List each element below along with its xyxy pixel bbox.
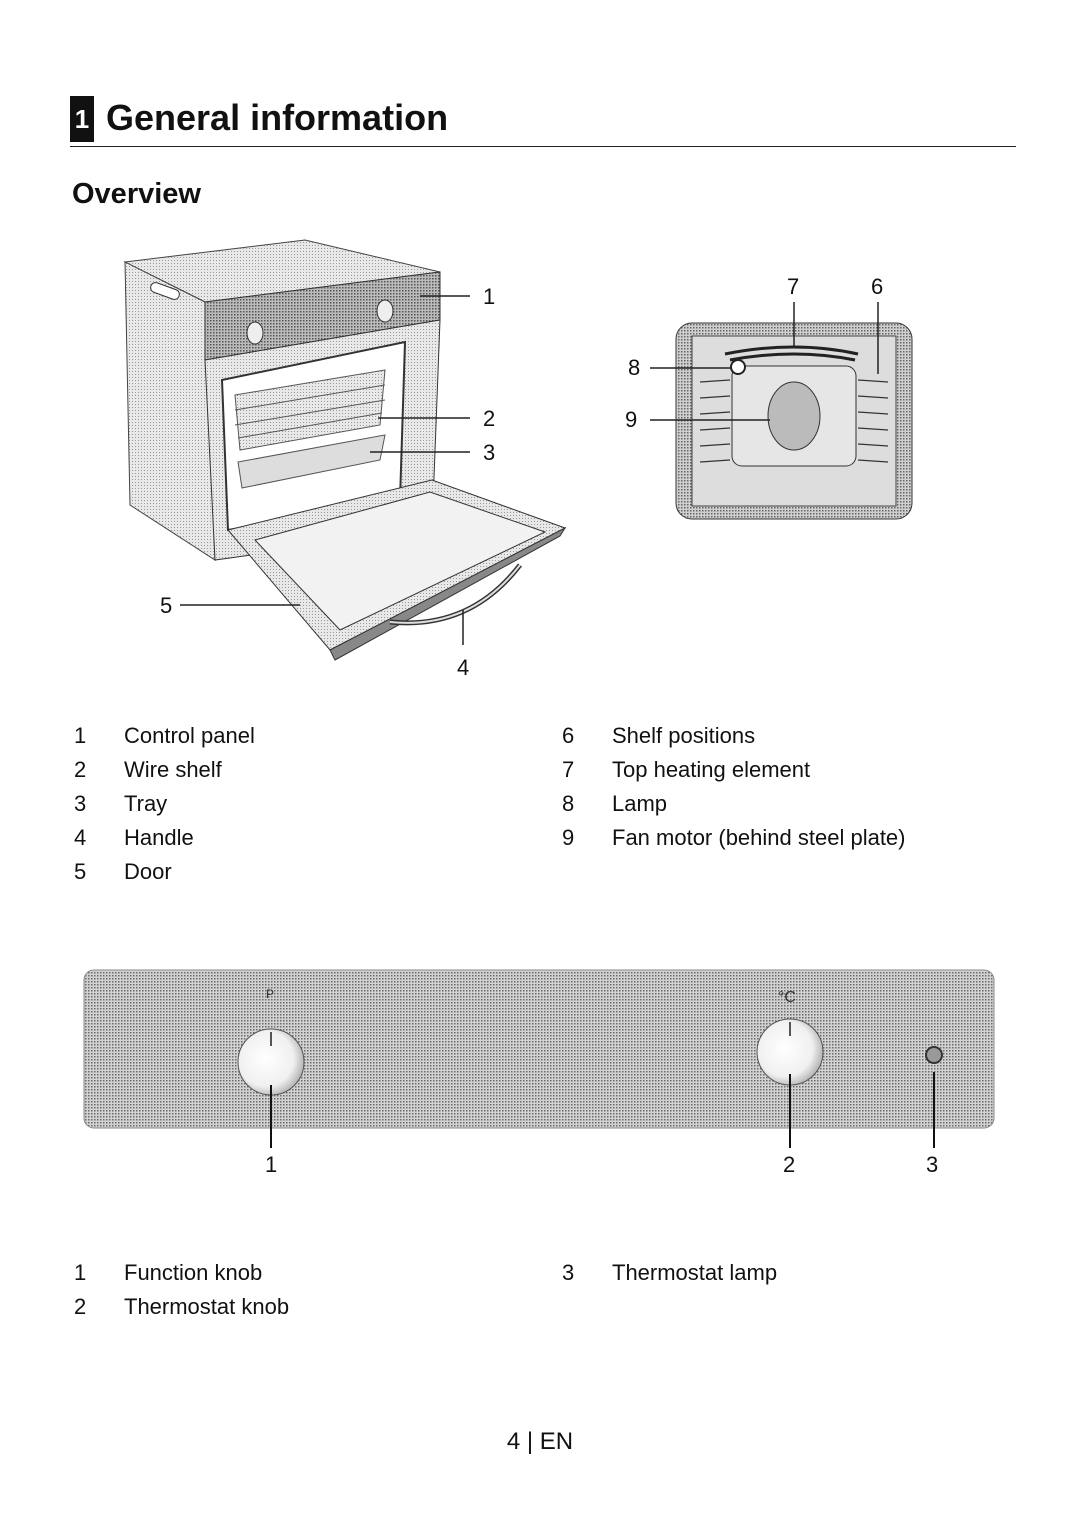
legend-label: Thermostat knob — [124, 1294, 290, 1319]
lamp-icon — [730, 359, 746, 375]
legend-label: Control panel — [124, 723, 255, 748]
oven-callout-1: 1 — [483, 284, 495, 309]
legend-number: 5 — [74, 859, 87, 884]
panel-callout-3: 3 — [926, 1152, 938, 1177]
legend-item: 3 Tray — [70, 787, 255, 821]
legend-number: 1 — [74, 1260, 87, 1285]
legend-number: 9 — [562, 825, 575, 850]
legend-number: 3 — [74, 791, 87, 816]
legend-item: 3 Thermostat lamp — [558, 1256, 777, 1290]
legend-item: 2 Thermostat knob — [70, 1290, 289, 1324]
oven-illustration: 1 2 3 4 5 — [123, 239, 567, 680]
legend-item: 8 Lamp — [558, 787, 906, 821]
thermostat-symbol: °C — [778, 989, 796, 1006]
legend-number: 2 — [74, 757, 87, 782]
legend-item: 6 Shelf positions — [558, 719, 906, 753]
wire-shelf — [234, 369, 386, 451]
oven-leader-lines — [180, 295, 470, 645]
legend-label: Lamp — [612, 791, 668, 816]
legend-number: 2 — [74, 1294, 87, 1319]
legend-item: 2 Wire shelf — [70, 753, 255, 787]
page-footer: 4 | EN — [506, 1428, 574, 1455]
legend-label: Tray — [124, 791, 168, 816]
panel-legend-left: 1 Function knob 2 Thermostat knob — [70, 1256, 289, 1324]
overview-legend-left: 1 Control panel 2 Wire shelf 3 Tray 4 Handle… — [70, 719, 255, 889]
legend-label: Wire shelf — [124, 757, 222, 782]
oven-interior-illustration: 7 6 8 9 — [625, 274, 913, 520]
interior-leader-lines — [650, 302, 879, 421]
legend-number: 3 — [562, 1260, 575, 1285]
legend-label: Door — [124, 859, 172, 884]
title-rule — [70, 146, 1016, 147]
interior-callout-9: 9 — [625, 407, 637, 432]
thermostat-lamp — [925, 1046, 943, 1064]
legend-label: Top heating element — [612, 757, 811, 782]
shelf-rails — [699, 379, 889, 463]
legend-number: 4 — [74, 825, 87, 850]
control-panel-fascia — [83, 969, 995, 1129]
oven-callout-3: 3 — [483, 440, 495, 465]
panel-legend-right: 3 Thermostat lamp — [558, 1256, 777, 1290]
oven-callout-2: 2 — [483, 406, 495, 431]
legend-item: 7 Top heating element — [558, 753, 906, 787]
interior-callout-6: 6 — [871, 274, 883, 299]
legend-item: 4 Handle — [70, 821, 255, 855]
section-number-badge: 1 — [70, 96, 94, 142]
panel-leader-lines — [270, 1072, 935, 1148]
legend-label: Shelf positions — [612, 723, 756, 748]
panel-callout-1: 1 — [265, 1152, 277, 1177]
legend-item: 5 Door — [70, 855, 255, 889]
control-panel-illustration: P °C 1 2 3 — [83, 969, 995, 1177]
oven-door — [227, 479, 567, 661]
overview-legend-right: 6 Shelf positions 7 Top heating element 8 L… — [558, 719, 906, 855]
function-symbol: P — [266, 987, 274, 1001]
legend-number: 6 — [562, 723, 575, 748]
section-title: General information — [106, 97, 449, 138]
legend-number: 8 — [562, 791, 575, 816]
legend-item: 1 Control panel — [70, 719, 255, 753]
legend-number: 7 — [562, 757, 575, 782]
legend-item: 9 Fan motor (behind steel plate) — [558, 821, 906, 855]
tray — [237, 434, 386, 489]
legend-number: 1 — [74, 723, 87, 748]
legend-item: 1 Function knob — [70, 1256, 289, 1290]
subheading-overview: Overview — [72, 178, 201, 210]
panel-callout-2: 2 — [783, 1152, 795, 1177]
fan-cover-plate — [731, 365, 857, 467]
interior-callout-8: 8 — [628, 355, 640, 380]
legend-label: Handle — [124, 825, 194, 850]
interior-callout-7: 7 — [787, 274, 799, 299]
oven-callout-5: 5 — [160, 593, 172, 618]
legend-label: Thermostat lamp — [612, 1260, 778, 1285]
oven-callout-4: 4 — [457, 655, 469, 680]
legend-label: Fan motor (behind steel plate) — [612, 825, 906, 850]
legend-label: Function knob — [124, 1260, 263, 1285]
